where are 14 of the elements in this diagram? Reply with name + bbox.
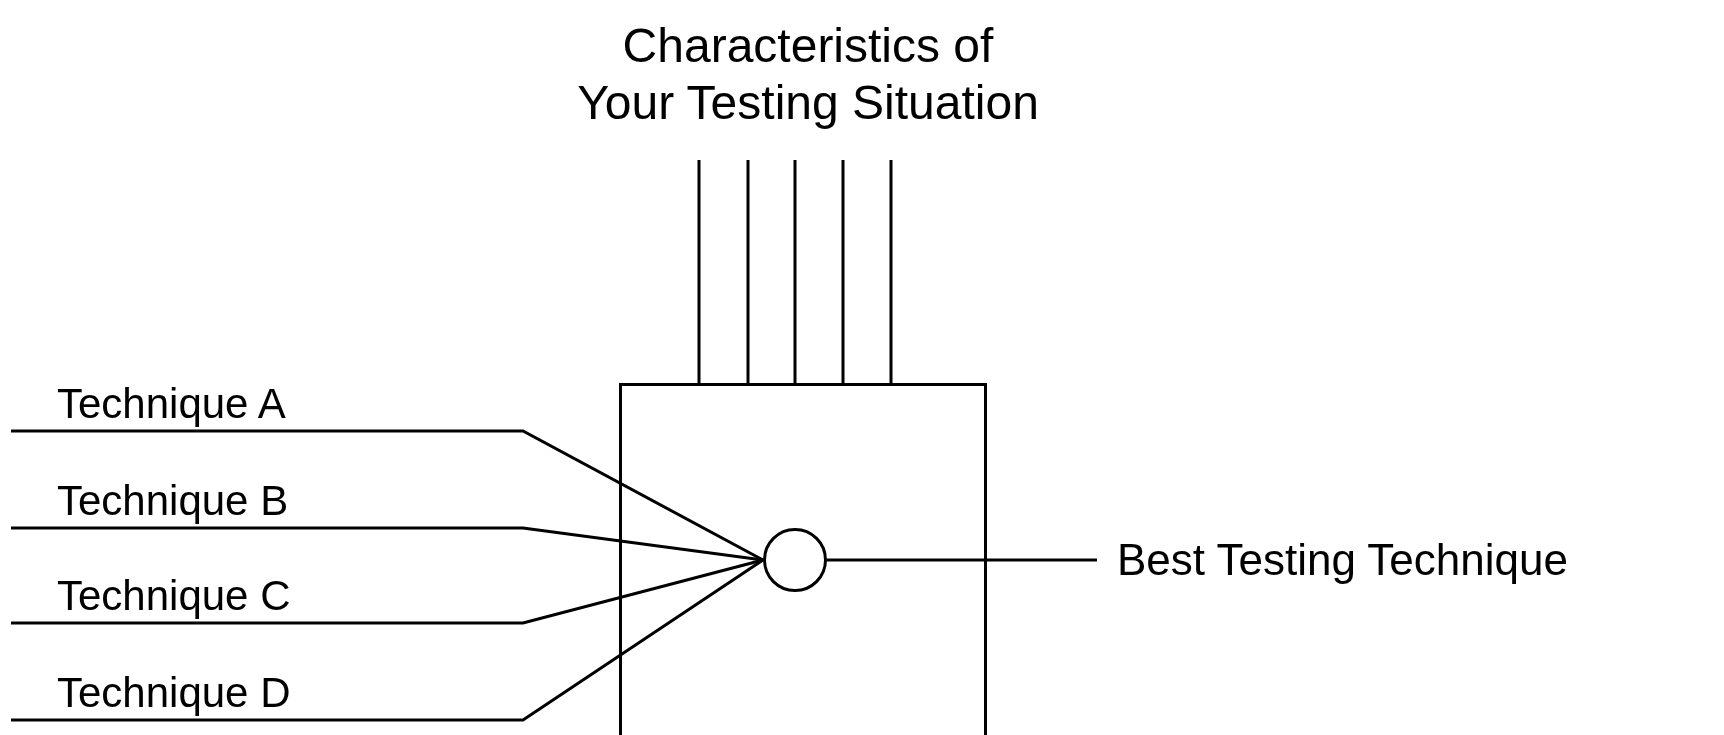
node-label: Characteristics of Your Testing Situation: [576, 18, 1040, 131]
node-label: Technique C: [57, 570, 291, 621]
connector-line: [746, 160, 750, 383]
connector-line: [841, 160, 845, 383]
connector-line: [11, 558, 764, 722]
connector-line: [827, 558, 1097, 562]
connector-line: [793, 160, 797, 383]
node-label: Technique B: [57, 475, 289, 526]
node-label: Best Testing Technique: [1117, 534, 1568, 586]
node-label: Technique A: [57, 378, 286, 429]
connector-line: [889, 160, 893, 383]
node-label: Technique D: [57, 667, 291, 718]
connector-line: [697, 160, 701, 383]
process-box: [619, 383, 987, 735]
